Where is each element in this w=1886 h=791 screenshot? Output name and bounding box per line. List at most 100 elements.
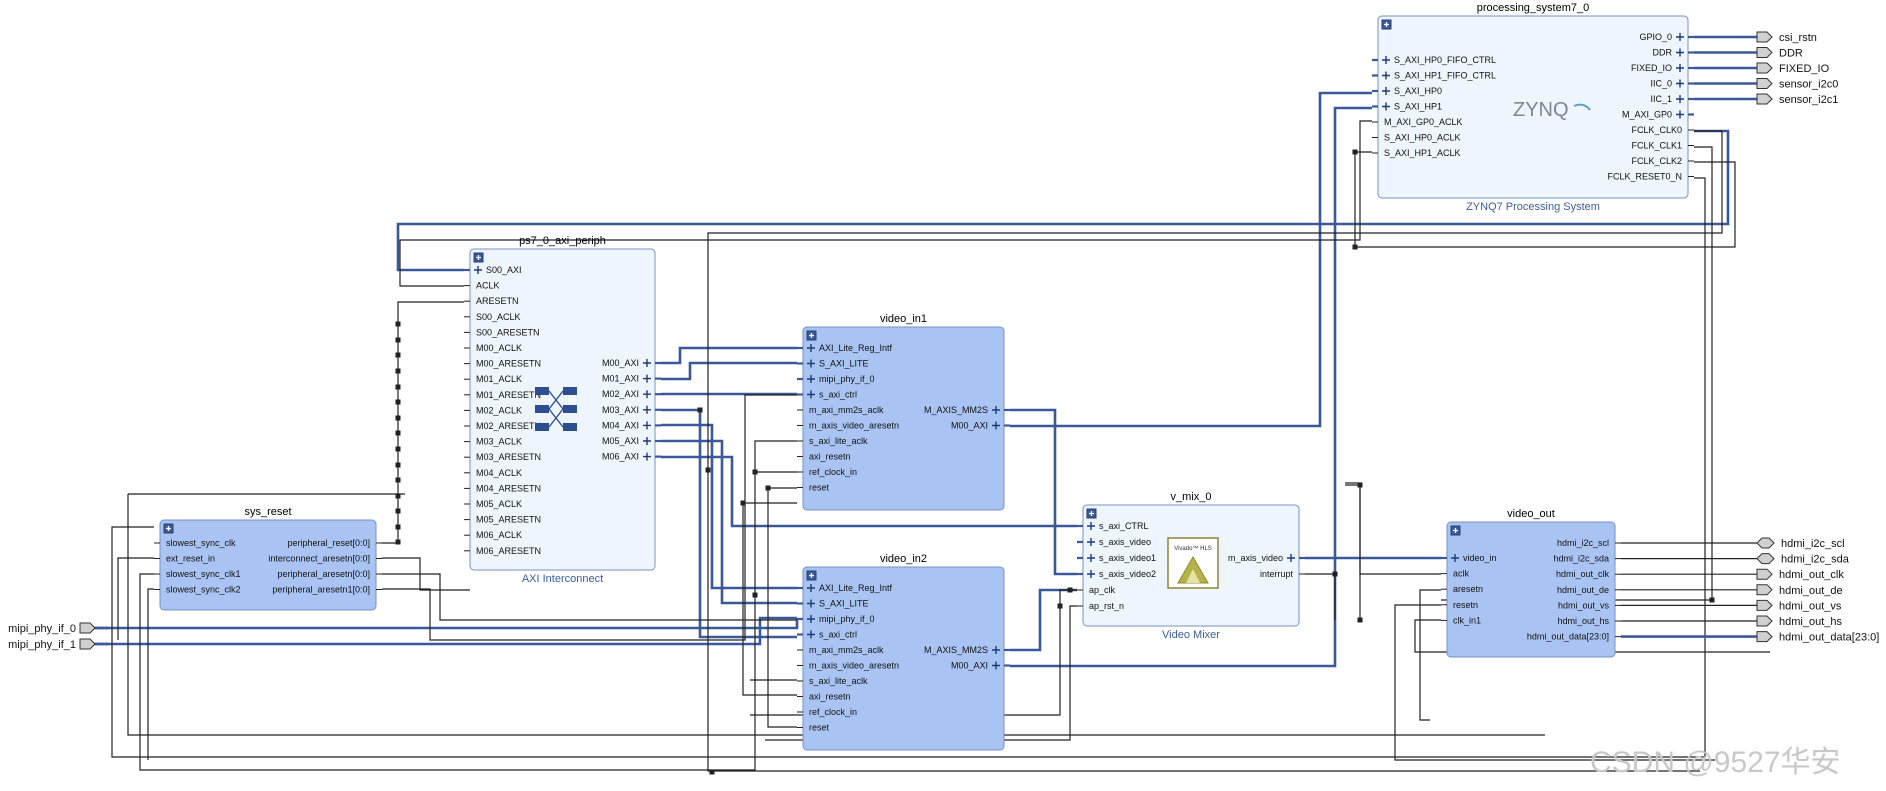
- bus-expand-icon[interactable]: [1087, 538, 1095, 546]
- bus-expand-icon[interactable]: [807, 359, 815, 368]
- pin-video_in1-left-2: mipi_phy_if_0: [819, 374, 875, 384]
- bus-expand-icon[interactable]: [1676, 33, 1684, 41]
- block-body-video_in1[interactable]: [802, 326, 1005, 511]
- bus-expand-icon[interactable]: [643, 421, 651, 430]
- bus-expand-icon[interactable]: [992, 661, 1000, 670]
- junction-dot: [395, 321, 401, 327]
- port-arrow-icon: [1756, 62, 1773, 74]
- bus-expand-icon[interactable]: [807, 615, 815, 623]
- bus-expand-icon[interactable]: [807, 630, 815, 639]
- bus-expand-icon[interactable]: [643, 437, 651, 445]
- junction-dot: [697, 407, 703, 413]
- collapse-button-ps7_0_axi_periph[interactable]: [473, 252, 484, 263]
- bus-expand-icon[interactable]: [1382, 56, 1390, 64]
- external-port-right_bottom-2[interactable]: hdmi_out_clk: [1756, 568, 1844, 581]
- external-port-right_top-1[interactable]: DDR: [1756, 47, 1803, 60]
- collapse-button-video_out[interactable]: [1450, 525, 1461, 536]
- block-body-video_in2[interactable]: [802, 566, 1005, 751]
- external-port-left-1[interactable]: mipi_phy_if_1: [8, 638, 96, 651]
- junction-dot: [740, 500, 746, 506]
- net-wire: [1419, 589, 1441, 721]
- collapse-button-v_mix_0[interactable]: [1086, 508, 1097, 519]
- port-arrow-icon: [1756, 615, 1773, 627]
- pin-video_out-right-1: hdmi_i2c_sda: [1553, 554, 1609, 564]
- pin-processing_system7_0-right-1: DDR: [1653, 48, 1673, 58]
- bus-expand-icon[interactable]: [807, 584, 815, 592]
- bus-expand-icon[interactable]: [643, 374, 651, 383]
- bus-expand-icon[interactable]: [1676, 95, 1684, 103]
- external-port-label: hdmi_out_de: [1779, 585, 1843, 597]
- external-port-right_bottom-6[interactable]: hdmi_out_data[23:0]: [1756, 631, 1879, 644]
- block-video_in2[interactable]: video_in2AXI_Lite_Reg_IntfS_AXI_LITEmipi…: [797, 553, 1010, 751]
- bus-wire: [1010, 588, 1077, 652]
- bus-expand-icon[interactable]: [1676, 110, 1684, 119]
- bus-expand-icon[interactable]: [807, 599, 815, 608]
- external-port-right_top-3[interactable]: sensor_i2c0: [1756, 78, 1838, 91]
- bus-expand-icon[interactable]: [1382, 71, 1390, 80]
- bus-expand-icon[interactable]: [643, 452, 651, 461]
- bus-expand-icon[interactable]: [1087, 570, 1095, 578]
- collapse-button-sys_reset[interactable]: [163, 523, 174, 534]
- external-port-right_bottom-5[interactable]: hdmi_out_hs: [1756, 615, 1842, 628]
- bus-expand-icon[interactable]: [1676, 64, 1684, 72]
- block-video_in1[interactable]: video_in1AXI_Lite_Reg_IntfS_AXI_LITEmipi…: [797, 313, 1010, 511]
- external-port-right_bottom-4[interactable]: hdmi_out_vs: [1756, 599, 1842, 612]
- block-title-ps7_0_axi_periph: ps7_0_axi_periph: [519, 235, 606, 247]
- external-port-right_top-2[interactable]: FIXED_IO: [1756, 62, 1830, 75]
- bus-expand-icon[interactable]: [992, 406, 1000, 414]
- bus-expand-icon[interactable]: [807, 375, 815, 383]
- external-port-right_bottom-1[interactable]: hdmi_i2c_sda: [1756, 553, 1850, 566]
- bus-expand-icon[interactable]: [643, 405, 651, 414]
- bus-expand-icon[interactable]: [807, 390, 815, 399]
- external-port-right_bottom-0[interactable]: hdmi_i2c_scl: [1756, 537, 1845, 550]
- external-port-right_bottom-3[interactable]: hdmi_out_de: [1756, 584, 1843, 597]
- bus-expand-icon[interactable]: [643, 359, 651, 367]
- junction-dot: [395, 462, 401, 468]
- net-wire: [1345, 482, 1361, 620]
- collapse-button-video_in2[interactable]: [806, 570, 817, 581]
- bus-expand-icon[interactable]: [992, 421, 1000, 430]
- bus-expand-icon[interactable]: [807, 344, 815, 352]
- junction-dot: [395, 539, 401, 545]
- external-port-right_top-0[interactable]: csi_rstn: [1756, 31, 1817, 44]
- junction-dot: [705, 467, 711, 473]
- bus-wire: [1010, 408, 1077, 576]
- block-video_out[interactable]: video_outvideo_inaclkaresetnresetnclk_in…: [1441, 508, 1621, 658]
- pin-processing_system7_0-right-4: IIC_1: [1650, 94, 1672, 104]
- bus-expand-icon[interactable]: [1676, 48, 1684, 57]
- pin-video_in1-left-7: axi_resetn: [809, 452, 851, 462]
- bus-expand-icon[interactable]: [1451, 554, 1459, 562]
- pin-video_in1-left-8: ref_clock_in: [809, 467, 857, 477]
- external-port-left-0[interactable]: mipi_phy_if_0: [8, 622, 96, 635]
- block-title-v_mix_0: v_mix_0: [1171, 491, 1212, 503]
- bus-expand-icon[interactable]: [474, 266, 482, 274]
- pin-processing_system7_0-right-7: FCLK_CLK1: [1631, 141, 1682, 151]
- external-port-right_top-4[interactable]: sensor_i2c1: [1756, 93, 1838, 106]
- pin-processing_system7_0-left-3: S_AXI_HP1: [1394, 102, 1442, 112]
- external-port-label: csi_rstn: [1779, 32, 1817, 44]
- junction-dot: [765, 485, 771, 491]
- bus-expand-icon[interactable]: [1382, 102, 1390, 111]
- net-wire: [111, 177, 1706, 758]
- bus-wire: [661, 361, 797, 381]
- bus-expand-icon[interactable]: [1676, 79, 1684, 88]
- junction-dot: [752, 592, 758, 598]
- pin-processing_system7_0-left-4: M_AXI_GP0_ACLK: [1384, 117, 1463, 127]
- bus-expand-icon[interactable]: [1087, 554, 1095, 562]
- bus-expand-icon[interactable]: [643, 390, 651, 399]
- pin-video_out-left-4: clk_in1: [1453, 615, 1481, 625]
- bus-expand-icon[interactable]: [1382, 87, 1390, 95]
- collapse-button-video_in1[interactable]: [806, 330, 817, 341]
- port-arrow-icon: [1756, 568, 1773, 580]
- bus-expand-icon[interactable]: [1287, 554, 1295, 562]
- bus-expand-icon[interactable]: [992, 646, 1000, 654]
- pin-ps7_0_axi_periph-left-6: M00_ARESETN: [476, 359, 541, 369]
- block-body-sys_reset[interactable]: [159, 519, 377, 611]
- zynq-logo: ZYNQ: [1513, 99, 1591, 121]
- pin-processing_system7_0-left-5: S_AXI_HP0_ACLK: [1384, 133, 1461, 143]
- block-sys_reset[interactable]: sys_resetslowest_sync_clkext_reset_inslo…: [154, 506, 382, 611]
- pin-video_in2-left-6: s_axi_lite_aclk: [809, 676, 868, 686]
- collapse-button-processing_system7_0[interactable]: [1381, 19, 1392, 30]
- bus-expand-icon[interactable]: [1087, 522, 1095, 530]
